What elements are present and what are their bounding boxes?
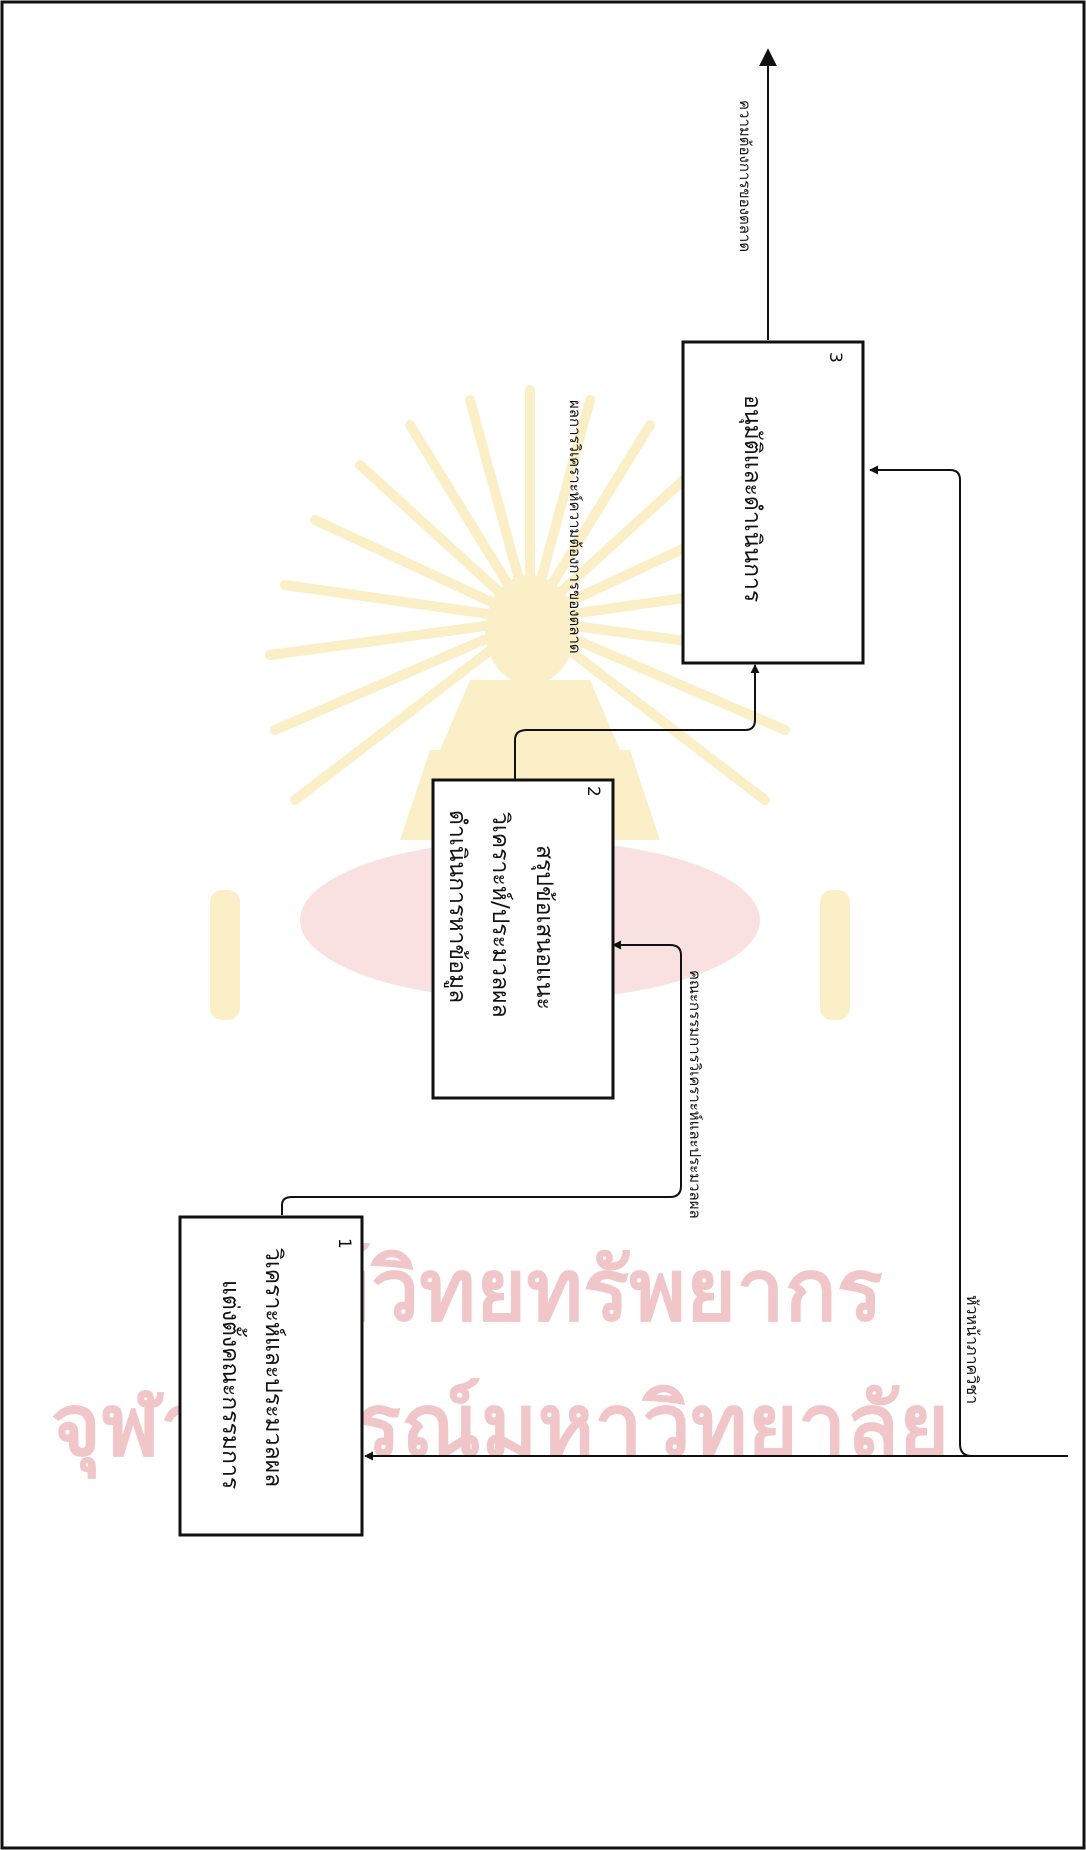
process-label-1-line-2: วิเคราะห์และประมวลผล [260,1248,287,1487]
process-label-2-line-3: สรุปข้อเสนอแนะ [531,845,557,1010]
flow-1-2-label: คณะกรรมการวิเคราะห์และประมวลผล [686,970,704,1219]
output-flow-label: ความต้องการของตลาด [736,100,754,252]
process-label-1-line-1: แต่งตั้งคณะกรรมการ [217,1280,247,1489]
flow-process-1-to-2 [281,940,682,1215]
input-flow-label: หัวหน้าภาควิชา [963,1295,982,1404]
process-box-1: 1 แต่งตั้งคณะกรรมการ วิเคราะห์และประมวลผ… [178,1215,364,1537]
process-number-3: 3 [825,352,845,363]
flow-2-3-label: ผลการวิเคราะห์ความต้องการของตลาด [566,400,584,654]
process-number-1: 1 [334,1238,354,1249]
process-box-3: 3 อนุมัติและดำเนินการ [681,340,865,665]
process-label-2-line-2: วิเคราะห์/ประมวลผล [487,812,514,1018]
process-box-2: 2 ดำเนินการหาข้อมูล วิเคราะห์/ประมวลผล ส… [431,778,615,1100]
flow-process-2-to-3 [514,664,760,780]
process-label-3: อนุมัติและดำเนินการ [739,395,765,602]
process-label-2-line-1: ดำเนินการหาข้อมูล [444,810,470,1003]
process-number-2: 2 [583,786,603,797]
